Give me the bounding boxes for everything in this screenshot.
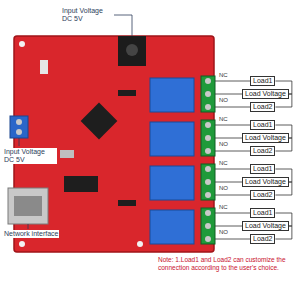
load-label: Load Voltage bbox=[245, 222, 286, 230]
pin-name: NO bbox=[219, 97, 228, 104]
load2-box: Load2 bbox=[250, 102, 275, 112]
pin-name: NC bbox=[219, 160, 228, 167]
relay bbox=[150, 122, 194, 156]
load1-box: Load1 bbox=[250, 76, 275, 86]
screw bbox=[16, 119, 22, 125]
load-label: Load2 bbox=[253, 191, 272, 199]
relay-terminal bbox=[201, 164, 215, 200]
load-label: Load Voltage bbox=[245, 90, 286, 98]
relay bbox=[150, 210, 194, 244]
leader-lines bbox=[19, 15, 132, 229]
power-terminal bbox=[10, 116, 28, 138]
load2-box: Load2 bbox=[250, 146, 275, 156]
load-label: Load Voltage bbox=[245, 134, 286, 142]
load-label: Load1 bbox=[253, 209, 272, 217]
relay bbox=[150, 166, 194, 200]
note-text: Note: 1.Load1 and Load2 can customize th… bbox=[158, 256, 296, 272]
callout-label: Input Voltage DC 5V bbox=[3, 148, 57, 164]
load-voltage-box: Load Voltage bbox=[242, 89, 289, 99]
mcu-chip bbox=[81, 103, 118, 140]
pin-name: NO bbox=[219, 141, 228, 148]
pin-name: NC bbox=[219, 204, 228, 211]
dc-jack-hole bbox=[126, 44, 138, 56]
screw bbox=[16, 129, 22, 135]
dc-jack bbox=[118, 36, 146, 66]
load1-box: Load1 bbox=[250, 164, 275, 174]
load-label: Load1 bbox=[253, 121, 272, 129]
crystal bbox=[60, 150, 74, 158]
load1-box: Load1 bbox=[250, 120, 275, 130]
callout-label: Network interface bbox=[3, 230, 59, 238]
mount-hole bbox=[19, 241, 25, 247]
transistor-row bbox=[118, 90, 136, 96]
terminal-screws bbox=[205, 78, 211, 242]
load-label: Load1 bbox=[253, 165, 272, 173]
load-label: Load2 bbox=[253, 235, 272, 243]
pin-name: NO bbox=[219, 185, 228, 192]
relay-terminal bbox=[201, 120, 215, 156]
callout-label: Input Voltage DC 5V bbox=[62, 7, 114, 23]
mount-hole bbox=[19, 41, 25, 47]
mount-hole bbox=[137, 241, 143, 247]
usb-port bbox=[8, 188, 48, 224]
load2-box: Load2 bbox=[250, 190, 275, 200]
load-label: Load2 bbox=[253, 103, 272, 111]
load-wires bbox=[215, 81, 250, 239]
usb-socket bbox=[14, 196, 42, 216]
capacitor bbox=[40, 60, 48, 74]
pin-name: NO bbox=[219, 229, 228, 236]
load-voltage-box: Load Voltage bbox=[242, 221, 289, 231]
usb-chip bbox=[64, 176, 98, 192]
load-label: Load1 bbox=[253, 77, 272, 85]
load2-box: Load2 bbox=[250, 234, 275, 244]
pin-name: NC bbox=[219, 116, 228, 123]
relay bbox=[150, 78, 194, 112]
load-label: Load2 bbox=[253, 147, 272, 155]
relay-terminal bbox=[201, 76, 215, 112]
load1-box: Load1 bbox=[250, 208, 275, 218]
pin-name: NC bbox=[219, 72, 228, 79]
load-label: Load Voltage bbox=[245, 178, 286, 186]
load-voltage-box: Load Voltage bbox=[242, 177, 289, 187]
load-voltage-box: Load Voltage bbox=[242, 133, 289, 143]
relay-terminal bbox=[201, 208, 215, 244]
transistor-row bbox=[118, 200, 136, 206]
